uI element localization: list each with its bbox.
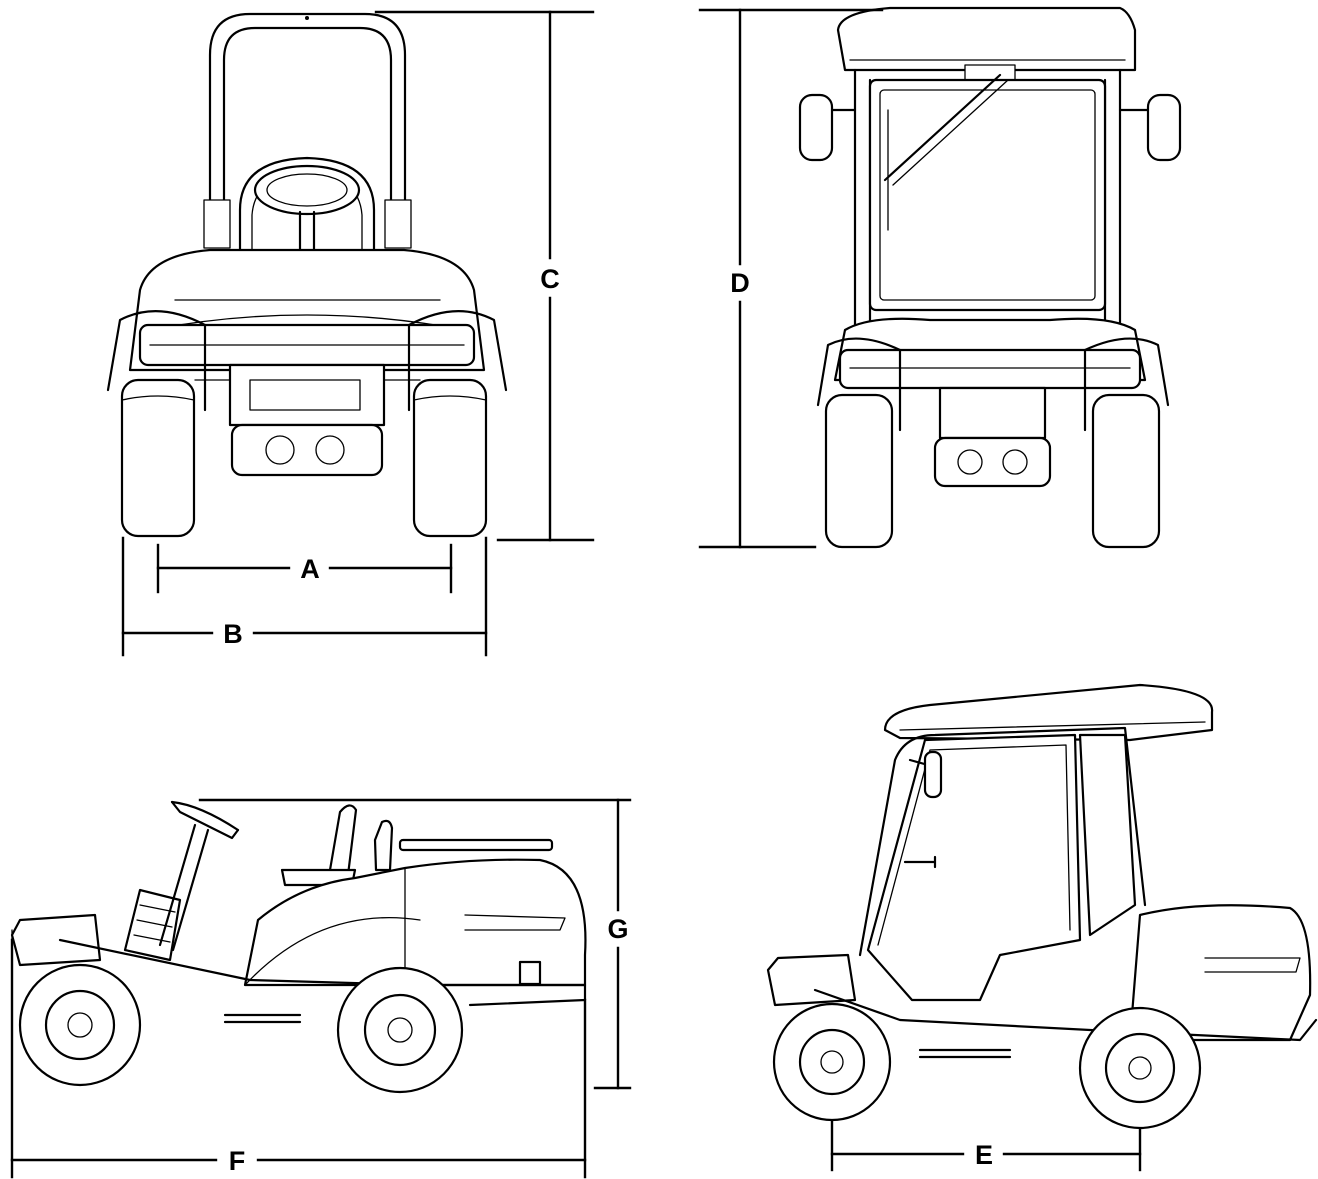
dimension-f: F <box>10 938 587 1179</box>
front-view-cab <box>798 6 1182 549</box>
label-d: D <box>730 268 750 298</box>
dimension-e: E <box>830 1120 1142 1172</box>
label-b: B <box>223 619 243 649</box>
label-c: C <box>540 264 560 294</box>
label-e: E <box>975 1140 993 1170</box>
side-view-cab <box>766 683 1318 1130</box>
dimension-g: G <box>198 798 632 1090</box>
label-f: F <box>229 1146 246 1176</box>
front-view-open-station <box>106 12 508 538</box>
dimension-c: C <box>374 10 595 542</box>
label-g: G <box>607 914 628 944</box>
dimension-d: D <box>698 8 884 549</box>
side-view-open-station <box>10 800 587 1094</box>
dimension-a: A <box>156 543 453 594</box>
label-a: A <box>300 554 320 584</box>
dimension-b: B <box>121 536 488 657</box>
